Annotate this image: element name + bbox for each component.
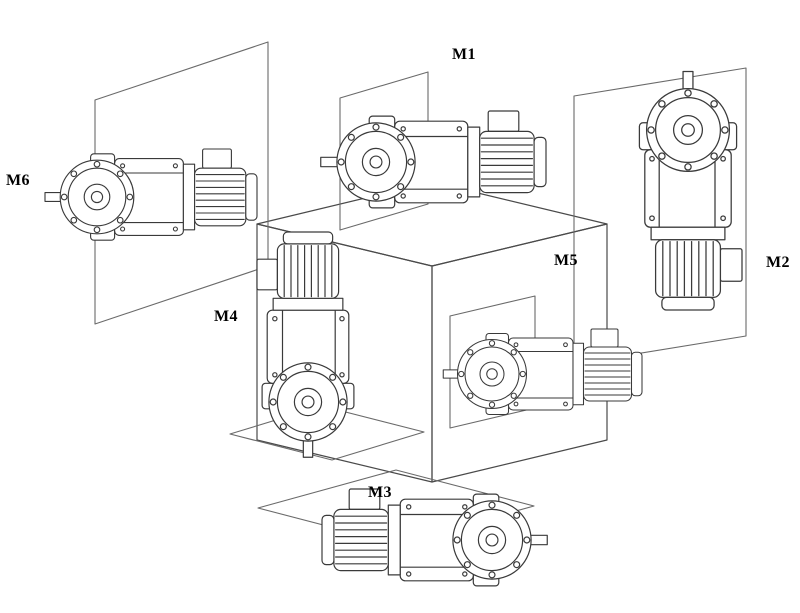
gearmotors-layer bbox=[44, 70, 743, 587]
position-label-m3: M3 bbox=[368, 484, 392, 501]
gearmotor-m1-drawing bbox=[320, 110, 547, 209]
mounting-plane-m1 bbox=[339, 71, 429, 231]
position-label-m5: M5 bbox=[554, 252, 578, 269]
gearmotor-m2-drawing bbox=[638, 70, 743, 311]
gearmotor-m6-drawing bbox=[44, 148, 258, 241]
gearmotor-m5-drawing bbox=[442, 328, 643, 416]
position-label-m6: M6 bbox=[6, 172, 30, 189]
position-label-m4: M4 bbox=[214, 308, 238, 325]
position-label-m2: M2 bbox=[766, 254, 790, 271]
gearmotor-m4-drawing bbox=[256, 231, 355, 458]
gearmotor-m3-drawing bbox=[321, 488, 548, 587]
position-label-m1: M1 bbox=[452, 46, 476, 63]
cube-right-face bbox=[431, 223, 608, 483]
